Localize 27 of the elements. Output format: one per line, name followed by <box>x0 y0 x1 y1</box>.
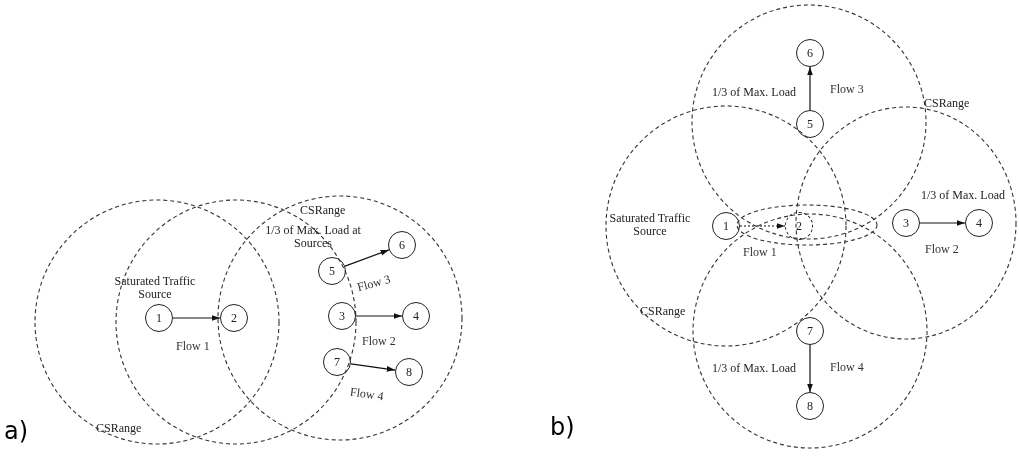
annotation-label: Saturated Traffic Source <box>113 275 197 302</box>
edge-label: Flow 3 <box>830 83 864 95</box>
arrow <box>807 344 813 393</box>
annotation-label: 1/3 of Max. Load at Sources <box>264 224 362 251</box>
edge-label: Flow 1 <box>743 246 777 258</box>
edge-label: Flow 2 <box>925 243 959 255</box>
annotation-label: 1/3 of Max. Load <box>712 362 796 376</box>
arrow <box>919 220 966 226</box>
annotation-label: CSRange <box>924 97 970 111</box>
arrow <box>355 313 403 319</box>
edge-label: Flow 2 <box>362 335 396 347</box>
arrow <box>172 315 221 321</box>
annotation-label: CSRange <box>640 305 686 319</box>
arrow <box>350 363 396 372</box>
panel-label: b) <box>550 414 575 441</box>
annotation-label: Saturated Traffic Source <box>608 212 692 239</box>
arrow <box>807 66 813 111</box>
edge-label: Flow 1 <box>176 340 210 352</box>
annotation-label: 1/3 of Max. Load <box>712 86 796 100</box>
panel-label: a) <box>4 418 29 445</box>
annotation-label: 1/3 of Max. Load <box>921 189 1005 203</box>
annotation-label: CSRange <box>96 422 142 436</box>
annotation-label: CSRange <box>300 204 346 218</box>
edge-label: Flow 3 <box>356 272 392 294</box>
edge-label: Flow 4 <box>830 361 864 373</box>
edge-label: Flow 4 <box>349 385 385 403</box>
arrow <box>344 249 390 267</box>
